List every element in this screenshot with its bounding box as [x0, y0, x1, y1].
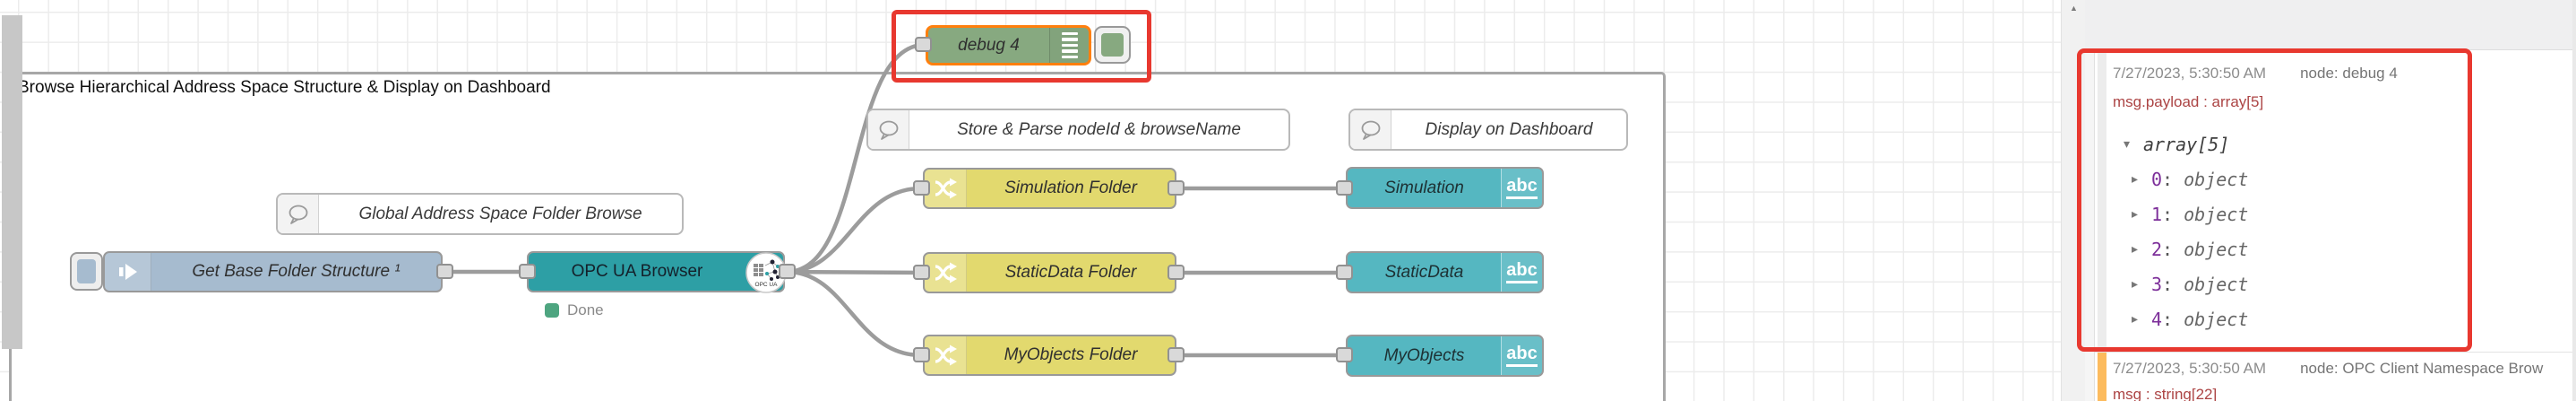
wire-opc-to-debug[interactable]: [786, 42, 924, 275]
port-input-switch-myobjects[interactable]: [913, 347, 930, 362]
abc-text-icon: abc: [1501, 169, 1542, 207]
tree-item-row[interactable]: ▸3:object: [2132, 273, 2249, 295]
switch-icon: [925, 336, 967, 374]
node-label: StaticData Folder: [1004, 263, 1137, 282]
debug-message-property: msg : string[22]: [2113, 386, 2218, 401]
node-switch-staticdata-folder[interactable]: StaticData Folder: [923, 252, 1176, 293]
node-switch-myobjects-folder[interactable]: MyObjects Folder: [923, 335, 1176, 376]
status-label: Done: [567, 301, 604, 318]
node-switch-simulation-folder[interactable]: Simulation Folder: [923, 168, 1176, 209]
node-opc-ua-browser[interactable]: OPC UA Browser OPC UA: [527, 251, 787, 293]
svg-text:OPC UA: OPC UA: [755, 282, 779, 288]
debug-message-source-node[interactable]: node: OPC Client Namespace Brow: [2300, 360, 2544, 377]
debug-message-timestamp: 7/27/2023, 5:30:50 AM: [2113, 360, 2267, 377]
comment-bubble-icon: [278, 195, 319, 233]
abc-text-icon: abc: [1501, 253, 1542, 292]
debug-list-icon: [1049, 28, 1089, 63]
caret-right-icon[interactable]: ▸: [2132, 241, 2139, 256]
node-label: MyObjects: [1383, 345, 1465, 365]
port-input-text-simulation[interactable]: [1336, 180, 1353, 196]
node-text-staticdata[interactable]: StaticData abc: [1346, 251, 1544, 293]
tree-item-row[interactable]: ▸0:object: [2132, 168, 2249, 190]
annotation-box-debug-message: [2077, 48, 2472, 352]
tree-item-row[interactable]: ▸4:object: [2132, 308, 2249, 330]
wire-opc-to-myobjects[interactable]: [786, 269, 922, 358]
inject-arrow-icon: [105, 253, 151, 291]
comment-display-dashboard[interactable]: Display on Dashboard: [1348, 109, 1628, 151]
debug-message-divider: [2095, 352, 2576, 353]
switch-icon: [925, 170, 967, 207]
switch-icon: [925, 254, 967, 292]
wire-opc-to-staticdata[interactable]: [786, 269, 922, 275]
node-label: Get Base Folder Structure ¹: [192, 262, 401, 281]
caret-down-icon[interactable]: ▾: [2124, 136, 2131, 151]
debug-payload-tree: ▾array[5] ▸0:object ▸1:object ▸2:object …: [2124, 126, 2248, 336]
status-dot-icon: [545, 303, 559, 318]
comment-global-browse[interactable]: Global Address Space Folder Browse: [276, 193, 684, 235]
comment-bubble-icon: [868, 110, 909, 149]
port-output-switch-staticdata[interactable]: [1167, 265, 1185, 280]
node-label: MyObjects Folder: [1004, 345, 1138, 364]
debug-sidebar: [2095, 0, 2576, 401]
port-input-text-myobjects[interactable]: [1336, 347, 1353, 362]
caret-right-icon[interactable]: ▸: [2132, 311, 2139, 326]
comment-bubble-icon: [1350, 110, 1391, 149]
node-inject-get-base-folder[interactable]: Get Base Folder Structure ¹: [103, 251, 443, 292]
node-status: Done: [545, 301, 604, 319]
debug-message-meta: 7/27/2023, 5:30:50 AM node: OPC Client Na…: [2113, 360, 2576, 378]
caret-right-icon[interactable]: ▸: [2132, 276, 2139, 291]
inject-trigger-button[interactable]: [70, 252, 103, 291]
annotation-box-debug-node: [892, 10, 1151, 83]
caret-right-icon[interactable]: ▸: [2132, 171, 2139, 186]
scrollbar-up-icon[interactable]: ▲: [2070, 3, 2078, 13]
comment-store-parse[interactable]: Store & Parse nodeId & browseName: [866, 109, 1290, 151]
port-input-debug[interactable]: [915, 37, 932, 52]
debug-message-timestamp: 7/27/2023, 5:30:50 AM: [2113, 65, 2267, 82]
port-input-opc-browser[interactable]: [519, 264, 536, 279]
comment-label: Store & Parse nodeId & browseName: [957, 119, 1241, 139]
port-output-inject[interactable]: [436, 264, 453, 279]
tree-root-row[interactable]: ▾ array[5]: [2124, 126, 2248, 161]
opc-ua-icon: OPC UA: [745, 252, 787, 293]
tree-root-label: array[5]: [2143, 133, 2230, 155]
port-output-opc-browser[interactable]: [779, 264, 796, 279]
tree-item-row[interactable]: ▸2:object: [2132, 238, 2249, 260]
comment-label: Global Address Space Folder Browse: [358, 204, 642, 223]
debug-sidebar-header-strip: [2085, 0, 2576, 50]
port-output-switch-myobjects[interactable]: [1167, 347, 1185, 362]
node-label: debug 4: [958, 35, 1020, 55]
node-label: Simulation: [1384, 178, 1464, 197]
comment-label: Display on Dashboard: [1425, 119, 1593, 139]
tree-item-row[interactable]: ▸1:object: [2132, 203, 2249, 225]
wires-layer: [444, 42, 1344, 358]
wire-opc-to-simulation[interactable]: [786, 186, 922, 275]
debug-message-left-border: [2098, 51, 2106, 352]
port-input-text-staticdata[interactable]: [1336, 265, 1353, 280]
node-label: Simulation Folder: [1004, 179, 1137, 197]
abc-text-icon: abc: [1501, 336, 1542, 375]
debug-message-property: msg.payload : array[5]: [2113, 93, 2264, 110]
port-output-switch-simulation[interactable]: [1167, 180, 1185, 196]
port-input-switch-simulation[interactable]: [913, 180, 930, 196]
sidebar-scroll-track[interactable]: [2572, 0, 2576, 401]
caret-right-icon[interactable]: ▸: [2132, 206, 2139, 221]
node-label: StaticData: [1384, 262, 1464, 282]
sidebar-resize-handle[interactable]: [2085, 0, 2095, 401]
port-input-switch-staticdata[interactable]: [913, 265, 930, 280]
node-text-myobjects[interactable]: MyObjects abc: [1346, 335, 1544, 377]
node-text-simulation[interactable]: Simulation abc: [1346, 167, 1544, 209]
node-label: OPC UA Browser: [571, 262, 703, 281]
debug-message-source-node[interactable]: node: debug 4: [2300, 65, 2398, 82]
group-title: Browse Hierarchical Address Space Struct…: [18, 78, 551, 97]
debug-message-selected-border: [2098, 353, 2106, 401]
debug-enable-toggle[interactable]: [1094, 26, 1131, 64]
debug-message-meta: 7/27/2023, 5:30:50 AM node: debug 4: [2113, 65, 2576, 83]
workspace-scrollbar-thumb[interactable]: [2, 15, 22, 349]
